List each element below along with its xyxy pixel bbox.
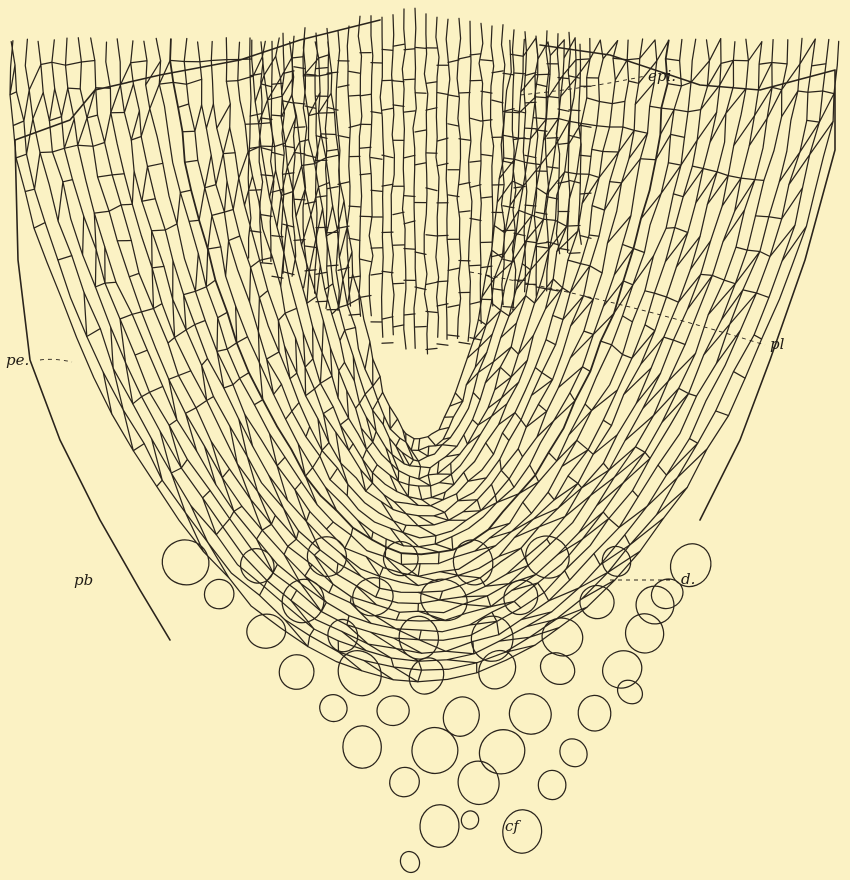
label-pl: pl (770, 335, 785, 353)
label-epi: epi. (648, 67, 676, 85)
label-pe: pe. (6, 351, 29, 369)
label-cf: cf (505, 817, 521, 835)
label-d: d. (681, 570, 695, 588)
cell-network (10, 8, 839, 875)
label-pb: pb (74, 571, 93, 589)
